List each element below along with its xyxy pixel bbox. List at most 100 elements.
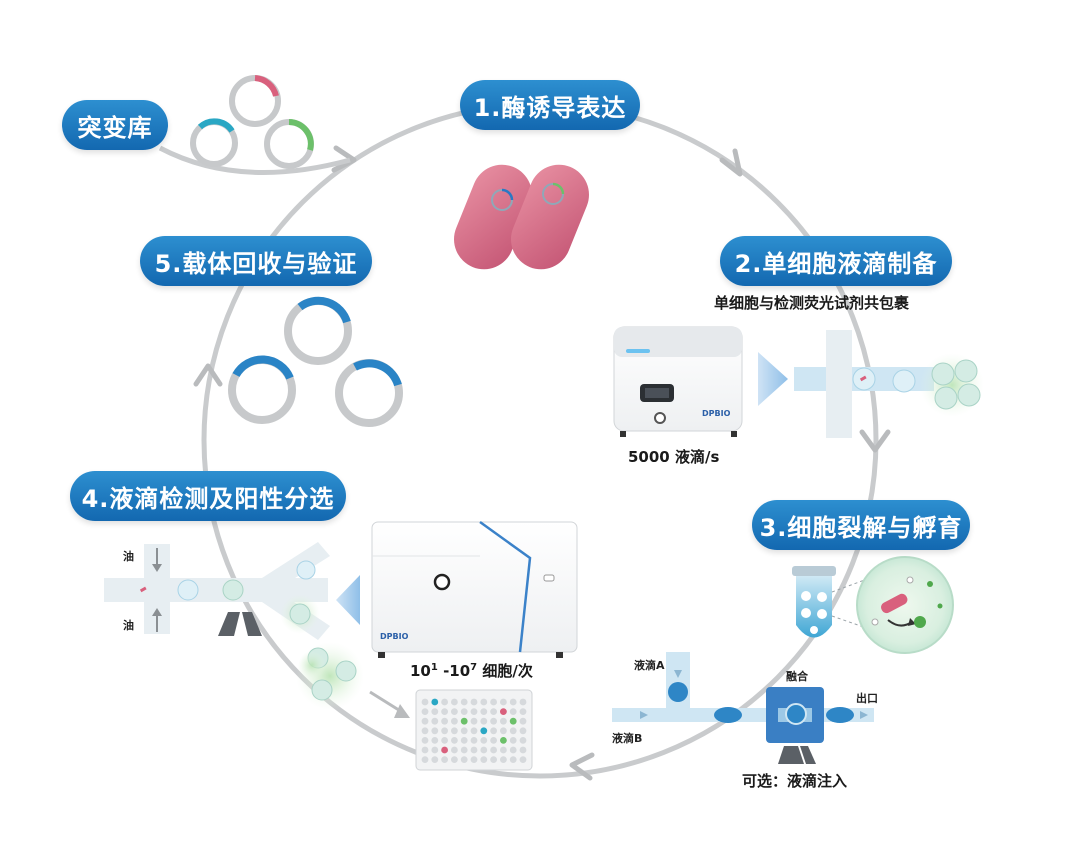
throughput-unit: 细胞/次: [477, 662, 533, 680]
plate-well: [421, 708, 429, 715]
plate-well: [460, 717, 468, 725]
coencapsulation-note: 单细胞与检测荧光试剂共包裹: [714, 294, 910, 312]
plate-well: [509, 746, 517, 754]
step-5-pill: 5.载体回收与验证: [140, 236, 372, 286]
plate-well: [421, 717, 429, 725]
plate-well: [519, 698, 527, 706]
plate-well: [441, 717, 448, 725]
plate-well: [500, 698, 507, 706]
cycle-arrow-left: [193, 363, 223, 387]
plate-well: [509, 698, 517, 706]
plate-well: [490, 727, 497, 735]
collection-plate: [415, 689, 533, 771]
throughput-dash: -10: [437, 662, 471, 680]
cycle-arrow-bottom: [569, 752, 595, 781]
arrow-to-sorter: [336, 575, 360, 625]
step-3-pill: 3.细胞裂解与孵育: [752, 500, 970, 550]
recovered-plasmids: [228, 296, 403, 427]
plate-well: [490, 737, 497, 744]
brand-logo-sorter: DPBIO: [380, 632, 409, 641]
library-feed-curve: [158, 145, 351, 175]
plate-well: [509, 727, 517, 735]
plate-well: [470, 717, 478, 725]
step-library-label: 突变库: [77, 113, 153, 142]
fusion-label: 融合: [786, 670, 808, 683]
oil-bottom-label: 油: [123, 619, 134, 632]
plate-well: [441, 708, 448, 715]
plate-well: [490, 717, 497, 725]
plate-well: [500, 727, 507, 735]
plate-well: [480, 746, 488, 754]
plate-well: [431, 698, 439, 706]
plate-well: [470, 727, 478, 735]
step-4-pill: 4.液滴检测及阳性分选: [70, 471, 346, 521]
sorting-chip: [104, 542, 330, 640]
plate-well: [470, 737, 478, 744]
plate-well: [451, 727, 458, 735]
plate-well: [519, 746, 527, 754]
plate-well: [451, 746, 458, 754]
throughput-exp1: 1: [430, 662, 438, 673]
cycle-arrow-top-left: [331, 145, 357, 173]
plate-well: [500, 737, 507, 744]
plate-well: [431, 746, 439, 754]
plate-well: [519, 708, 527, 715]
lysed-droplet-detail: [856, 556, 954, 654]
plate-well: [441, 727, 448, 735]
throughput-exp2: 7: [470, 662, 478, 673]
plate-well: [451, 717, 458, 725]
step-library-pill: 突变库: [62, 100, 168, 150]
plate-well: [490, 746, 497, 754]
plate-well: [460, 737, 468, 744]
step-4-label: 4.液滴检测及阳性分选: [81, 484, 335, 513]
throughput-note: 101 -107 细胞/次: [410, 660, 533, 681]
outlet-label: 出口: [856, 692, 878, 705]
plate-well: [470, 708, 478, 715]
sorting-instrument: [371, 520, 578, 658]
plate-well: [431, 708, 439, 715]
droplet-a-label: 液滴A: [634, 659, 665, 672]
step-2-pill: 2.单细胞液滴制备: [720, 236, 952, 286]
induced-cells: [454, 164, 589, 270]
plate-well: [490, 756, 497, 763]
plate-well: [490, 698, 497, 706]
plate-well: [480, 698, 488, 706]
plate-well: [451, 737, 458, 744]
plate-well: [431, 717, 439, 725]
plate-well: [441, 737, 448, 744]
step-1-label: 1.酶诱导表达: [473, 93, 627, 122]
plate-well: [421, 698, 429, 706]
droplet-generation-chip: [794, 330, 984, 438]
plate-well: [500, 708, 507, 715]
plate-well: [460, 746, 468, 754]
injection-chip: [612, 652, 874, 764]
incubation-tube: [792, 566, 836, 638]
plate-well: [460, 698, 468, 706]
plate-well: [441, 756, 448, 763]
droplet-rate-note: 5000 液滴/s: [628, 448, 720, 466]
plate-well: [421, 756, 429, 763]
plate-well: [421, 727, 429, 735]
plate-well: [519, 756, 527, 763]
plate-well: [441, 698, 448, 706]
plate-well: [451, 698, 458, 706]
optional-injection-note: 可选：液滴注入: [742, 772, 848, 790]
step-2-label: 2.单细胞液滴制备: [734, 249, 938, 278]
plate-well: [519, 737, 527, 744]
plate-well: [451, 708, 458, 715]
plate-well: [431, 727, 439, 735]
plate-well: [431, 756, 439, 763]
plate-well: [460, 756, 468, 763]
plate-well: [480, 717, 488, 725]
plate-well: [500, 746, 507, 754]
cycle-arrow-right: [859, 429, 891, 453]
oil-top-label: 油: [123, 550, 134, 563]
positive-droplets-trail: [296, 642, 364, 710]
plate-well: [480, 756, 488, 763]
plate-well: [421, 737, 429, 744]
plate-well: [480, 737, 488, 744]
plate-well: [480, 727, 488, 735]
arrow-to-chip-2: [758, 352, 788, 406]
plate-well: [470, 756, 478, 763]
